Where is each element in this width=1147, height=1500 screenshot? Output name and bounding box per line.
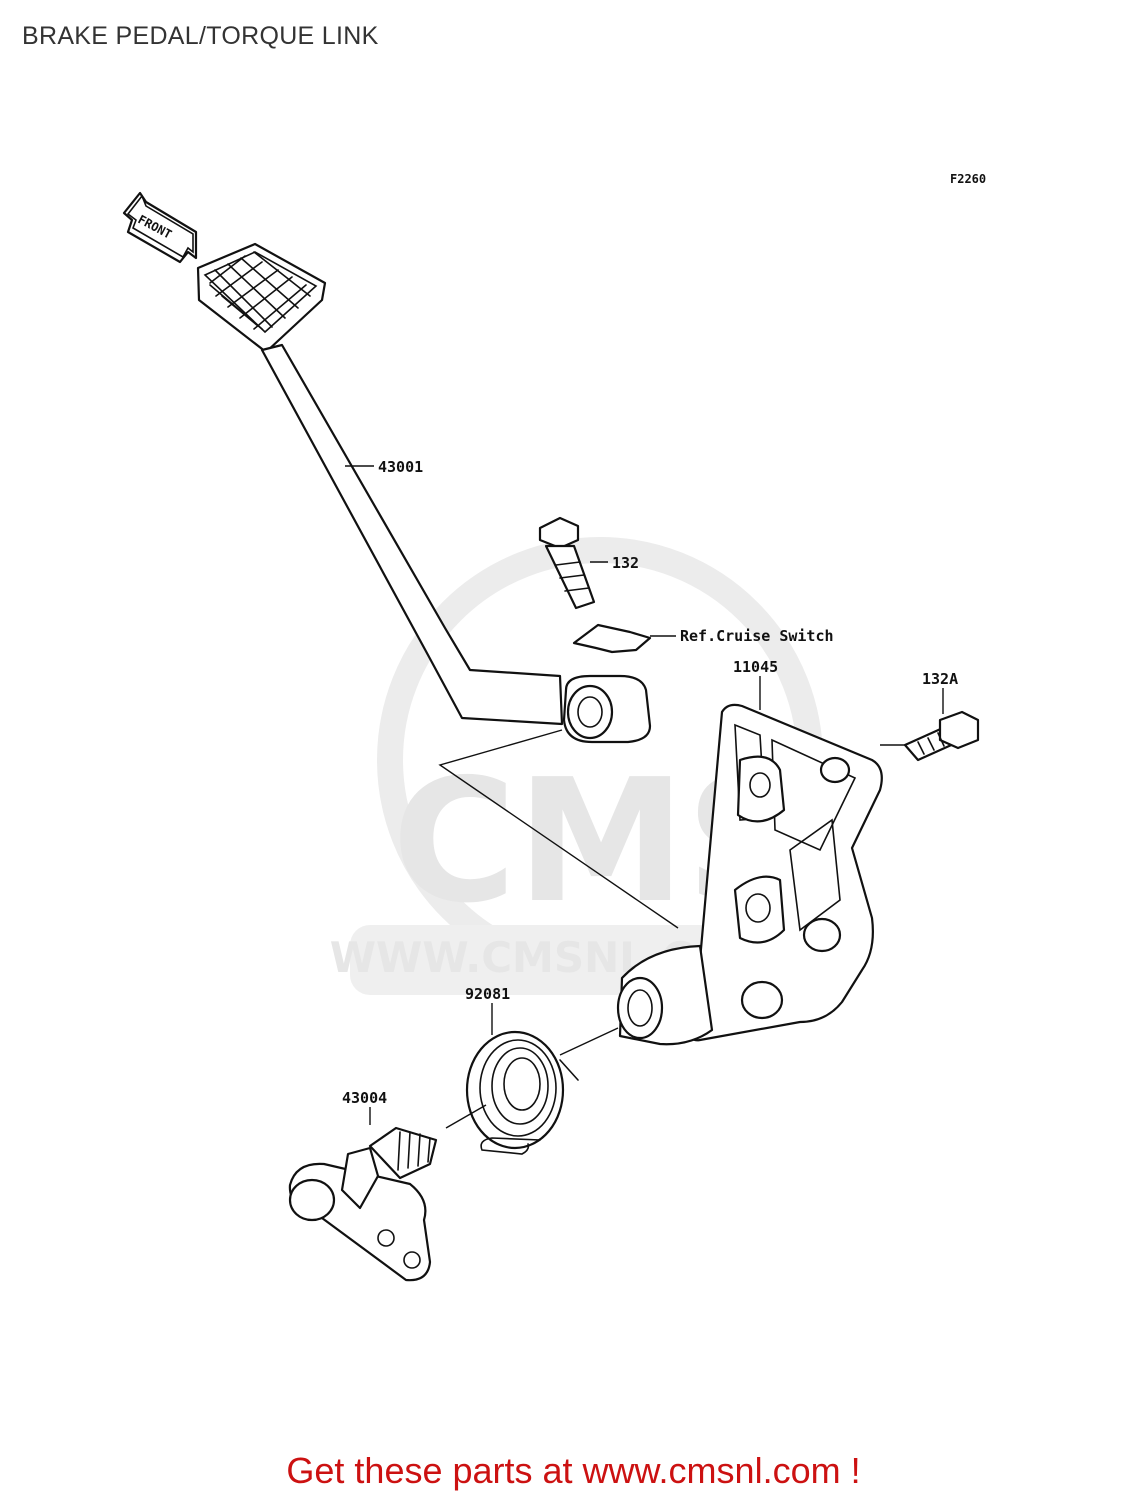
bolt-132-part xyxy=(538,516,596,610)
front-arrow-icon: FRONT xyxy=(122,191,198,264)
brake-pedal-part xyxy=(196,242,652,744)
callout-43004: 43004 xyxy=(342,1089,387,1107)
bolt-132a-part xyxy=(903,710,980,762)
callout-cruise-switch: Ref.Cruise Switch xyxy=(680,627,834,645)
callout-43001: 43001 xyxy=(378,458,423,476)
callout-132a: 132A xyxy=(922,670,958,688)
spring-part xyxy=(465,1030,579,1155)
page-title: BRAKE PEDAL/TORQUE LINK xyxy=(22,22,379,50)
cruise-switch-plate-part xyxy=(572,623,652,654)
bracket-part xyxy=(616,703,883,1046)
callout-11045: 11045 xyxy=(733,658,778,676)
callout-92081: 92081 xyxy=(465,985,510,1003)
figure-code: F2260 xyxy=(950,172,986,186)
leader-lines xyxy=(345,465,944,1129)
shaft-part xyxy=(288,1126,438,1282)
promo-link[interactable]: Get these parts at www.cmsnl.com ! xyxy=(286,1450,861,1491)
callout-132: 132 xyxy=(612,554,639,572)
